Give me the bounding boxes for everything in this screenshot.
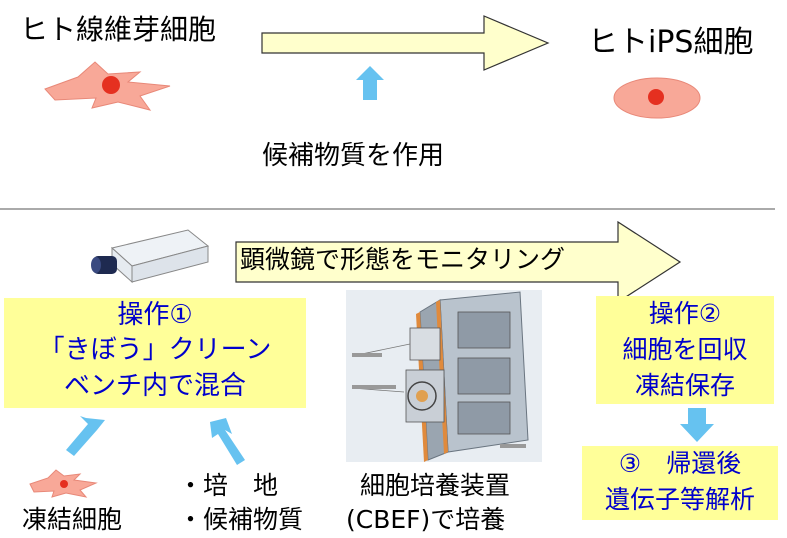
- frozen-cell-nucleus: [60, 480, 68, 488]
- fibroblast-nucleus: [102, 76, 120, 94]
- device-line2: (CBEF)で培養: [346, 505, 506, 534]
- target-cell-label: ヒトiPS細胞: [588, 25, 754, 60]
- frozen-cells-up-arrow: [66, 416, 105, 456]
- inputs-line2: ・候補物質: [178, 505, 304, 534]
- process-arrow-top: [261, 15, 550, 71]
- ips-nucleus: [648, 89, 664, 105]
- cbef-device-image: [346, 290, 542, 462]
- operation3-line2: 遺伝子等解析: [604, 485, 755, 514]
- monitoring-arrow: [235, 220, 682, 304]
- operation2-box: 操作② 細胞を回収 凍結保存: [596, 296, 774, 404]
- frozen-cells-label: 凍結細胞: [22, 505, 123, 534]
- operation1-box: 操作① 「きぼう」クリーン ベンチ内で混合: [4, 298, 306, 408]
- operation3-line1: ③ 帰還後: [618, 449, 742, 478]
- operation2-line3: 凍結保存: [634, 371, 735, 400]
- operation1-line3: ベンチ内で混合: [63, 371, 246, 401]
- operation2-line2: 細胞を回収: [622, 335, 748, 364]
- inputs-line1: ・培 地: [178, 471, 279, 500]
- inputs-up-arrow: [210, 418, 245, 465]
- operation1-line2: 「きぼう」クリーン: [38, 335, 272, 365]
- culture-flask-icon: [91, 229, 210, 284]
- operation1-title: 操作①: [117, 300, 193, 330]
- monitoring-label: 顕微鏡で形態をモニタリング: [240, 245, 566, 274]
- candidate-label: 候補物質を作用: [262, 141, 445, 171]
- candidate-up-arrow: [356, 66, 384, 100]
- device-line1: 細胞培養装置: [360, 471, 511, 500]
- analysis-down-arrow: [680, 408, 714, 442]
- operation2-title: 操作②: [648, 299, 722, 328]
- operation3-box: ③ 帰還後 遺伝子等解析: [582, 446, 778, 520]
- source-cell-label: ヒト線維芽細胞: [20, 13, 217, 46]
